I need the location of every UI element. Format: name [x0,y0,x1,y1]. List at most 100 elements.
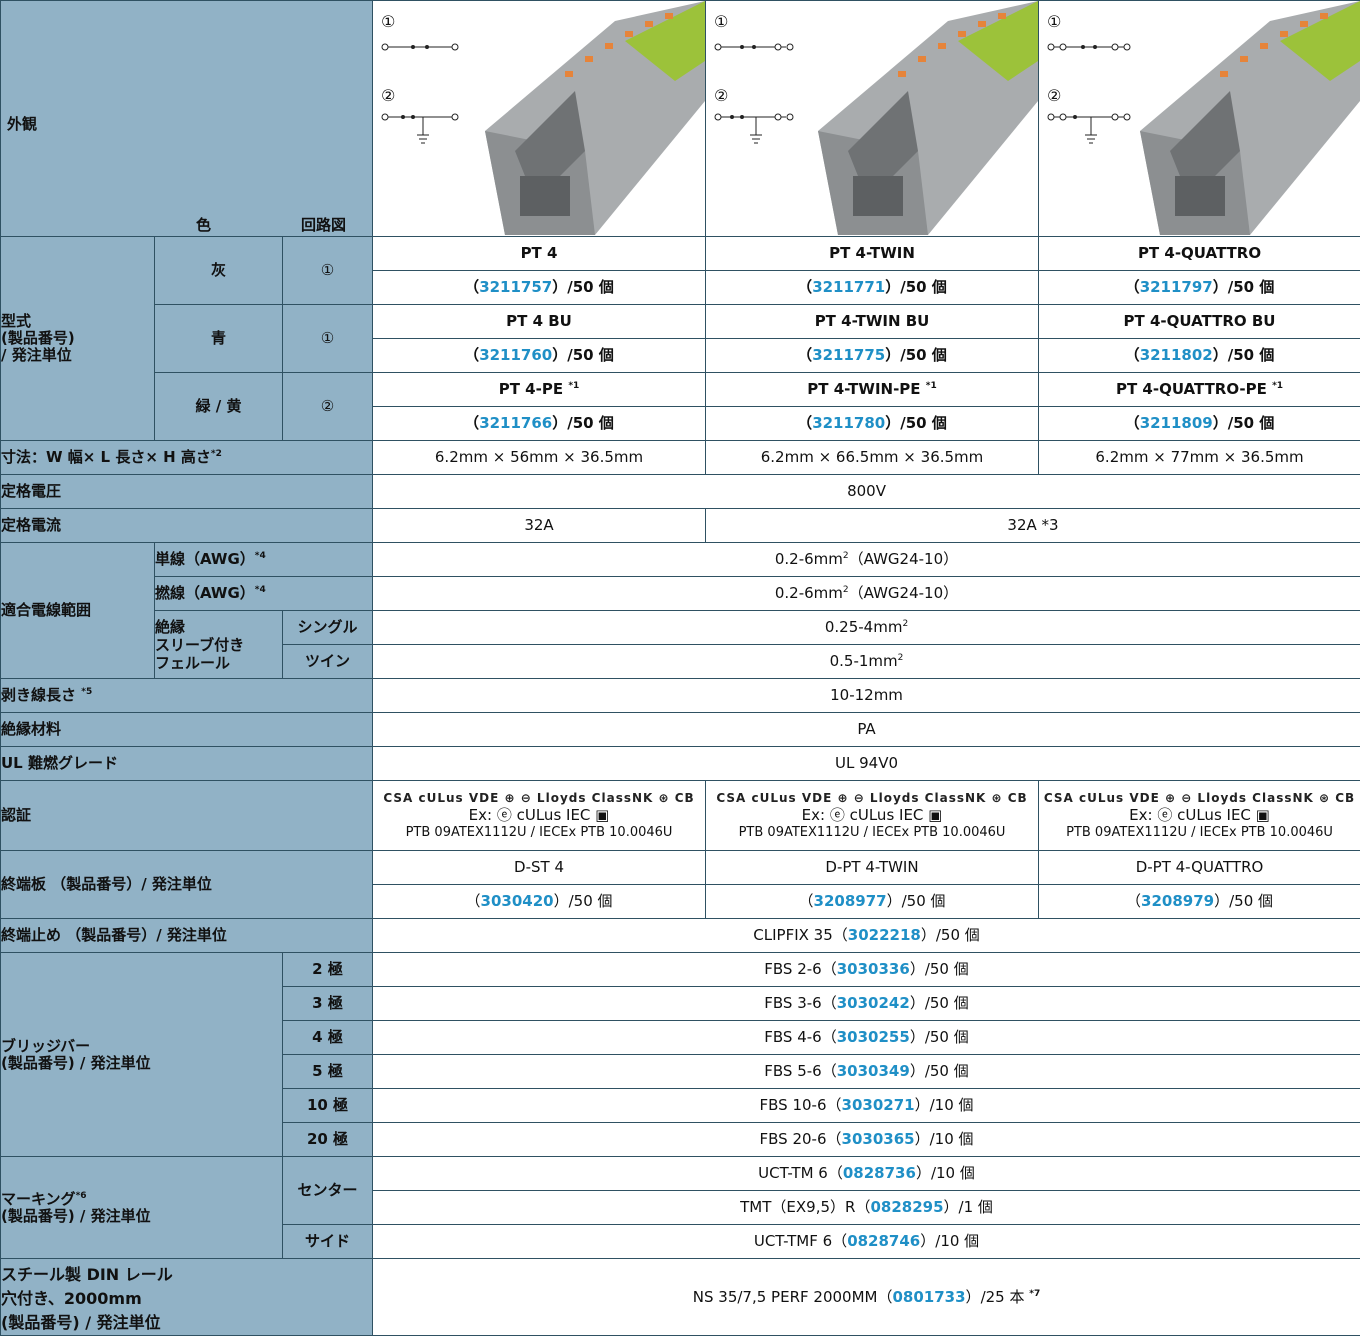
bridge-value-cell: FBS 4-6（3030255）/50 個 [372,1020,1360,1055]
product-code: 3211760 [479,346,553,364]
cert-ptb: PTB 09ATEX1112U / IECEx PTB 10.0046U [405,825,673,840]
bridge-name: FBS 20-6 [759,1130,827,1148]
footnote-mark: *1 [925,381,937,391]
bridge-name: FBS 10-6 [759,1096,827,1114]
product-code: 3211771 [812,278,886,296]
endplate-code-cell: （3208977）/50 個 [705,884,1040,919]
product-image-pt4-twin: ① ② [705,0,1040,237]
circuit-2-marker: ② [1047,86,1062,105]
circuit-1-marker: ① [1047,12,1062,31]
stranded-header: 撚線（AWG）*4 [153,576,374,611]
bridge-name: FBS 5-6 [764,1062,822,1080]
color-green-yellow: 緑 / 黄 [154,372,283,441]
order-unit: /50 個 [567,414,614,432]
order-unit: /50 個 [924,1028,969,1046]
product-code: 3211775 [812,346,886,364]
strip-header: 剥き線長さ *5 [0,678,374,713]
circuit-blue: ① [281,304,374,373]
bridge-header: ブリッジバー (製品番号) / 発注単位 [0,952,283,1157]
product-code: 0801733 [892,1287,966,1306]
order-unit: /50 個 [900,278,947,296]
color-gray: 灰 [154,236,283,305]
order-unit: /10 個 [930,1164,975,1182]
product-image-pt4-quattro: ① ② [1038,0,1360,237]
voltage-header: 定格電圧 [0,474,374,509]
circuit-2-diagram [381,113,459,144]
stranded-suffix: （AWG24-10） [848,584,959,602]
circuit-1-diagram [381,43,459,51]
single-header: シングル [281,610,374,645]
marking-label: マーキング [1,1189,76,1208]
product-code: 3030365 [841,1130,915,1148]
insulation-header: 絶縁材料 [0,712,374,747]
squared-mark: 2 [842,585,849,595]
color-label: 色 [196,216,212,234]
endplate-header: 終端板 （製品番号）/ 発注単位 [0,850,374,919]
circuit-1-diagram [1047,43,1131,51]
product-code: 3211802 [1139,346,1213,364]
marking-name: UCT-TM 6 [758,1164,828,1182]
model-name: PT 4 BU [372,304,707,339]
marking-header: マーキング*6(製品番号) / 発注単位 [0,1156,283,1259]
order-unit: /50 個 [900,346,947,364]
product-code: 3022218 [847,926,921,944]
model-code-cell: （3211802）/50 個 [1038,338,1360,373]
rail-name: NS 35/7,5 PERF 2000MM [692,1287,878,1306]
dims-value: 6.2mm × 77mm × 36.5mm [1038,440,1360,475]
marking-label2: (製品番号) / 発注単位 [1,1206,151,1225]
rail-value-cell: NS 35/7,5 PERF 2000MM（0801733）/25 本 *7 [372,1258,1360,1336]
model-name: PT 4-PE [498,380,564,398]
product-code: 3030349 [836,1062,910,1080]
solid-value: 0.2-6mm [774,550,843,568]
twin-value-cell: 0.5-1mm2 [372,644,1360,679]
bridge-pole: 20 極 [281,1122,374,1157]
product-code: 3030255 [836,1028,910,1046]
insulation-value: PA [372,712,1360,747]
marking-name: UCT-TMF 6 [753,1232,833,1250]
model-name: PT 4-QUATTRO BU [1038,304,1360,339]
model-code-cell: （3211775）/50 個 [705,338,1040,373]
model-name: PT 4-TWIN-PE [807,380,921,398]
endstop-name: CLIPFIX 35 [753,926,833,944]
cert-header: 認証 [0,780,374,851]
cert-ex: Ex: ⓔ cULus IEC ▣ [1129,806,1270,824]
solid-suffix: （AWG24-10） [848,550,959,568]
product-code: 0828746 [847,1232,921,1250]
bridge-pole: 3 極 [281,986,374,1021]
order-unit: /50 個 [1229,892,1274,910]
current-header: 定格電流 [0,508,374,543]
footnote-mark: *2 [210,449,222,459]
appearance-header: 外観 色 回路図 [0,0,374,237]
order-unit: /10 個 [929,1130,974,1148]
cert-cell: CSA cULus VDE ⊕ ⊖ Lloyds ClassNK ⊛ CB Ex… [372,780,707,851]
marking-name: TMT（EX9,5）R [740,1198,856,1216]
product-code: 3211757 [479,278,553,296]
order-unit: /50 個 [924,994,969,1012]
circuit-2-marker: ② [714,86,729,105]
order-unit: /50 個 [567,346,614,364]
order-unit: /10 個 [929,1096,974,1114]
bridge-pole: 2 極 [281,952,374,987]
order-unit: /50 個 [1227,278,1275,296]
stranded-value: 0.2-6mm [774,584,843,602]
bridge-value-cell: FBS 3-6（3030242）/50 個 [372,986,1360,1021]
bridge-name: FBS 2-6 [764,960,822,978]
ul-header: UL 難燃グレード [0,746,374,781]
cert-cell: CSA cULus VDE ⊕ ⊖ Lloyds ClassNK ⊛ CB Ex… [705,780,1040,851]
marking-value-cell: UCT-TM 6（0828736）/10 個 [372,1156,1360,1191]
order-unit: /50 個 [924,1062,969,1080]
current-value: 32A [372,508,707,543]
marking-side: サイド [281,1224,374,1259]
footnote-mark: *7 [1029,1288,1041,1299]
order-unit: /1 個 [958,1198,993,1216]
product-code: 3211766 [479,414,553,432]
circuit-2-diagram [1047,113,1131,144]
product-code: 3030242 [836,994,910,1012]
terminal-block-photo [485,1,705,235]
marking-value-cell: TMT（EX9,5）R（0828295）/1 個 [372,1190,1360,1225]
circuit-1-diagram [714,43,794,51]
bridge-value-cell: FBS 5-6（3030349）/50 個 [372,1054,1360,1089]
product-code: 3030271 [841,1096,915,1114]
footnote-mark: *5 [81,687,93,697]
model-code-cell: （3211757）/50 個 [372,270,707,305]
